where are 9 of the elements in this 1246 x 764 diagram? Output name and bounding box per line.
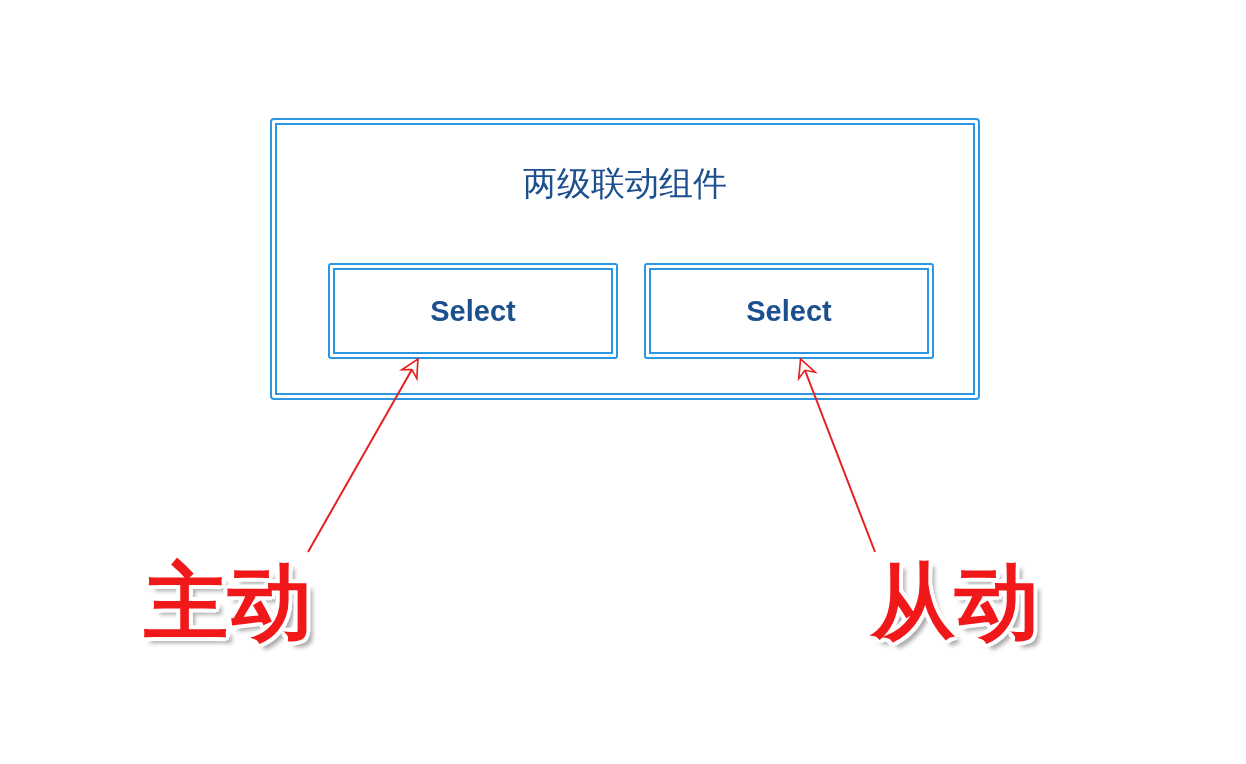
select-box xyxy=(644,263,934,359)
component-frame xyxy=(270,118,980,400)
select-box xyxy=(328,263,618,359)
callout-label: 从动 xyxy=(871,560,1039,644)
select-label: Select xyxy=(746,294,832,328)
select-label: Select xyxy=(430,294,516,328)
arrow xyxy=(797,358,876,553)
arrow xyxy=(307,358,419,553)
component-title: 两级联动组件 xyxy=(522,162,728,205)
